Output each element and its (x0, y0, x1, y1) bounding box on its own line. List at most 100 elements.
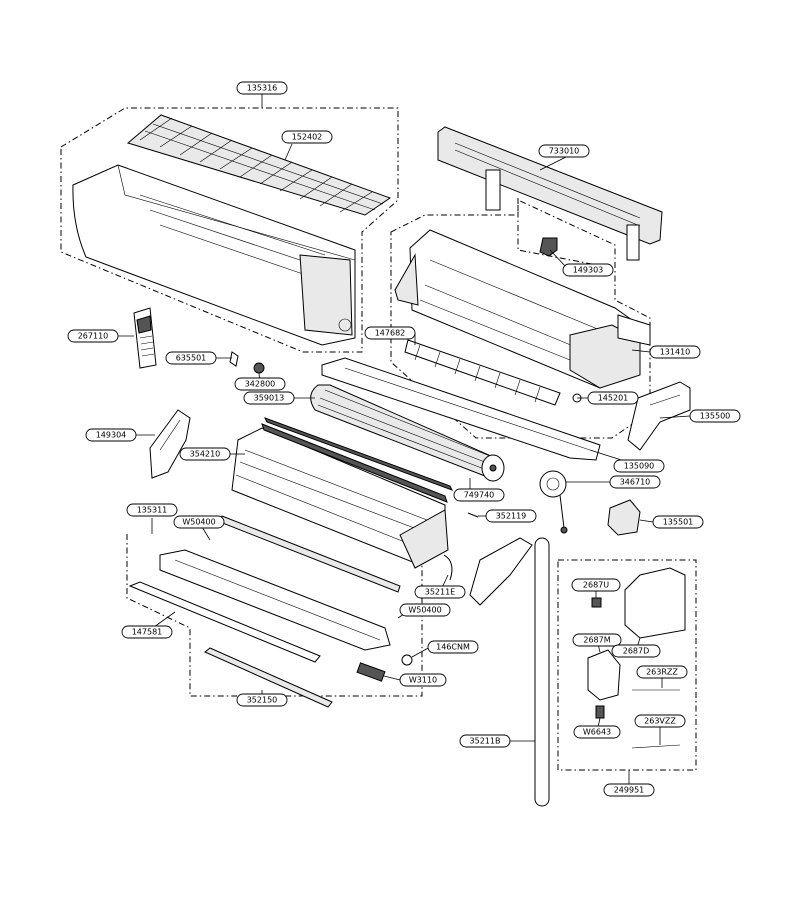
svg-text:135090: 135090 (624, 462, 655, 471)
label-352119: 352119 (485, 509, 537, 523)
svg-text:2687D: 2687D (623, 647, 650, 656)
label-147682: 147682 (364, 326, 416, 340)
svg-text:149303: 149303 (573, 266, 604, 275)
svg-text:359013: 359013 (254, 394, 285, 403)
label-W50400-top: W50400 (173, 515, 225, 529)
parts (72, 114, 691, 807)
part-labels: 135316 152402 733010 149303 267110 14768… (67, 81, 741, 797)
label-135500: 135500 (689, 409, 741, 423)
electrical-group-outline (557, 559, 697, 771)
label-635501: 635501 (165, 351, 217, 365)
label-145201: 145201 (587, 391, 639, 405)
vertical-vanes (404, 339, 561, 406)
svg-text:749740: 749740 (464, 491, 495, 500)
svg-text:147682: 147682 (375, 329, 406, 338)
svg-text:352119: 352119 (496, 512, 527, 521)
electrical-components (587, 567, 686, 749)
evaporator-bracket (149, 409, 191, 479)
label-2687M: 2687M (572, 633, 622, 647)
label-149303: 149303 (562, 263, 614, 277)
svg-text:152402: 152402 (292, 133, 323, 142)
drain-pan (159, 515, 401, 651)
screw (467, 512, 479, 518)
label-135501: 135501 (652, 515, 704, 529)
cross-flow-fan (310, 384, 505, 482)
label-263RZZ: 263RZZ (636, 665, 688, 679)
label-249951: 249951 (603, 783, 655, 797)
louver-blade (128, 581, 321, 663)
label-147581: 147581 (121, 625, 173, 639)
svg-text:35211B: 35211B (470, 737, 501, 746)
label-152402: 152402 (281, 130, 333, 144)
label-2687U: 2687U (571, 578, 621, 592)
label-146CNM: 146CNM (427, 640, 479, 654)
svg-text:2687M: 2687M (583, 636, 610, 645)
label-352150: 352150 (236, 693, 288, 707)
label-342800: 342800 (234, 377, 286, 391)
chassis-group-outline (390, 199, 651, 439)
label-135090: 135090 (613, 459, 665, 473)
label-W50400-bottom: W50400 (399, 603, 451, 617)
air-filter-grille (126, 114, 392, 216)
label-2687D: 2687D (611, 644, 661, 658)
svg-text:135311: 135311 (137, 506, 168, 515)
svg-text:145201: 145201 (598, 394, 629, 403)
svg-text:249951: 249951 (614, 786, 645, 795)
control-cover (356, 662, 386, 682)
label-W3110: W3110 (399, 673, 447, 687)
thermistor (253, 362, 265, 374)
insulation-tube (204, 647, 333, 708)
svg-text:149304: 149304 (96, 431, 127, 440)
pipe-bracket (539, 237, 558, 257)
bracket-group-outline (517, 198, 614, 269)
chassis (394, 229, 651, 389)
svg-text:267110: 267110 (78, 332, 109, 341)
svg-text:131410: 131410 (660, 348, 691, 357)
svg-text:135316: 135316 (247, 84, 278, 93)
svg-text:35211E: 35211E (425, 588, 456, 597)
svg-text:W3110: W3110 (409, 676, 437, 685)
svg-text:635501: 635501 (176, 354, 207, 363)
evaporator (231, 423, 449, 569)
svg-text:352150: 352150 (247, 696, 278, 705)
svg-text:W50400: W50400 (408, 606, 441, 615)
fan-motor (539, 470, 568, 534)
drain-group-outline (126, 534, 423, 697)
label-135316: 135316 (236, 81, 288, 95)
front-panel-group-outline (60, 107, 399, 353)
svg-text:354210: 354210 (190, 450, 221, 459)
svg-text:263RZZ: 263RZZ (646, 668, 678, 677)
svg-text:135501: 135501 (663, 518, 694, 527)
vane-motor-bracket (469, 537, 533, 606)
svg-text:135500: 135500 (700, 412, 731, 421)
svg-text:W6643: W6643 (583, 728, 611, 737)
svg-text:W50400: W50400 (182, 518, 215, 527)
mounting-plate (437, 126, 663, 261)
label-346710: 346710 (609, 475, 661, 489)
side-cover (627, 381, 691, 451)
svg-text:342800: 342800 (245, 380, 276, 389)
label-749740: 749740 (453, 488, 505, 502)
label-35211E: 35211E (414, 585, 466, 599)
svg-text:263VZZ: 263VZZ (644, 717, 676, 726)
label-359013: 359013 (243, 391, 295, 405)
label-131410: 131410 (649, 345, 701, 359)
lower-louver-frame (321, 357, 601, 461)
svg-text:346710: 346710 (620, 478, 651, 487)
label-263VZZ: 263VZZ (634, 714, 686, 728)
label-135311: 135311 (126, 503, 178, 517)
label-267110: 267110 (67, 329, 119, 343)
label-35211B: 35211B (459, 734, 511, 748)
label-W6643: W6643 (573, 725, 621, 739)
label-149304: 149304 (85, 428, 137, 442)
svg-text:146CNM: 146CNM (436, 643, 470, 652)
group-outlines (60, 107, 697, 771)
front-panel (72, 164, 356, 346)
svg-text:2687U: 2687U (583, 581, 609, 590)
svg-text:733010: 733010 (549, 147, 580, 156)
svg-text:147581: 147581 (132, 628, 163, 637)
sensor-clip (229, 351, 239, 367)
drain-hose (534, 537, 550, 807)
remote-control (133, 307, 157, 369)
